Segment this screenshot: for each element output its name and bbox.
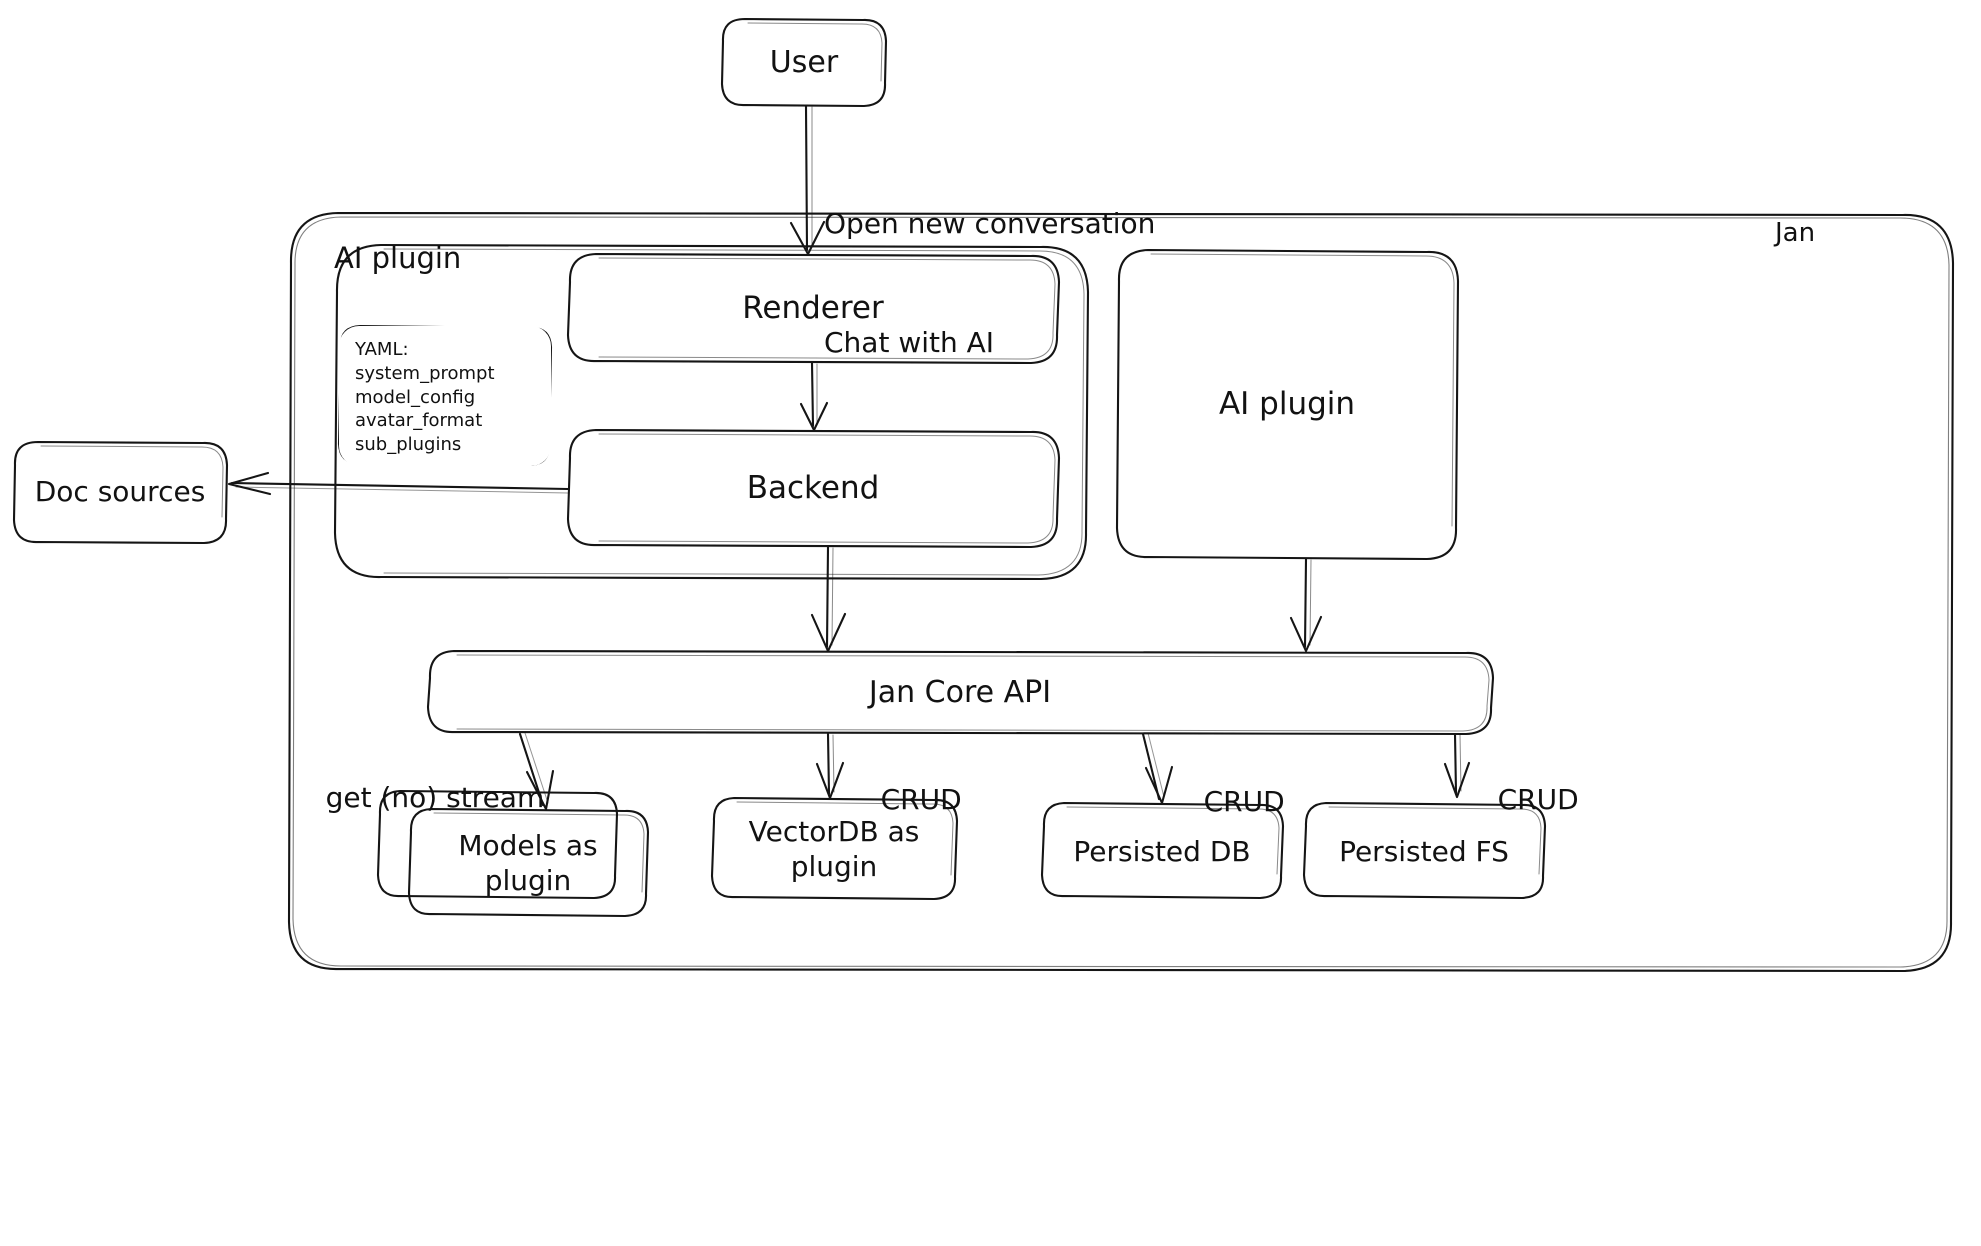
edge-label-crud-2: CRUD bbox=[1168, 752, 1285, 851]
edge-label-crud-3-text: CRUD bbox=[1497, 783, 1579, 816]
yaml-line-2: model_config bbox=[355, 386, 476, 408]
user-node-label: User bbox=[769, 44, 839, 80]
renderer-node[interactable]: Renderer bbox=[568, 253, 1058, 363]
edge-label-models-text: get (no) stream bbox=[325, 781, 545, 814]
edge-label-crud-1-text: CRUD bbox=[880, 783, 962, 816]
edge-core-to-vectordb bbox=[815, 732, 845, 800]
yaml-line-4: sub_plugins bbox=[355, 434, 462, 455]
edge-label-crud-1: CRUD bbox=[845, 750, 962, 849]
user-node[interactable]: User bbox=[723, 18, 885, 106]
ai-plugin-group-label-text: AI plugin bbox=[334, 241, 462, 275]
edge-label-open-conversation: Open new conversation Chat with AI bbox=[824, 124, 1155, 442]
edge-ai-plugin-to-jan-core-api bbox=[1289, 557, 1323, 653]
ai-plugin-node[interactable]: AI plugin bbox=[1117, 249, 1457, 559]
models-plugin-label-line1: Models as bbox=[458, 829, 598, 862]
yaml-line-0: YAML: bbox=[355, 339, 409, 360]
persisted-fs-node-label: Persisted FS bbox=[1339, 834, 1509, 868]
edge-backend-to-doc-sources bbox=[227, 471, 570, 496]
doc-sources-node[interactable]: Doc sources bbox=[14, 441, 226, 542]
models-plugin-label-line2: plugin bbox=[484, 864, 572, 897]
yaml-config-card: YAML: system_prompt model_config avatar_… bbox=[339, 326, 551, 466]
edge-label-crud-2-text: CRUD bbox=[1203, 785, 1285, 818]
edge-user-to-renderer bbox=[789, 104, 826, 256]
ai-plugin-node-label: AI plugin bbox=[1218, 386, 1356, 422]
jan-core-api-node[interactable]: Jan Core API bbox=[428, 650, 1492, 734]
doc-sources-node-label: Doc sources bbox=[34, 475, 206, 508]
ai-plugin-group-label: AI plugin bbox=[334, 241, 461, 275]
jan-core-api-node-label: Jan Core API bbox=[868, 674, 1052, 710]
jan-label-text: Jan bbox=[1775, 218, 1816, 248]
vectordb-plugin-node[interactable]: VectorDB as plugin bbox=[712, 798, 956, 900]
edge-backend-to-jan-core-api bbox=[810, 545, 847, 653]
yaml-line-1: system_prompt bbox=[355, 362, 495, 384]
persisted-fs-node[interactable]: Persisted FS bbox=[1304, 803, 1544, 899]
vectordb-plugin-label-line2: plugin bbox=[790, 850, 878, 883]
renderer-node-label: Renderer bbox=[742, 290, 884, 326]
edge-label-line1: Open new conversation bbox=[824, 206, 1156, 240]
edge-label-crud-3: CRUD bbox=[1462, 750, 1579, 849]
edge-label-get-no-stream: get (no) stream bbox=[290, 748, 545, 847]
persisted-db-node[interactable]: Persisted DB bbox=[1042, 803, 1282, 899]
persisted-db-node-label: Persisted DB bbox=[1073, 834, 1251, 868]
models-plugin-node[interactable]: Models as plugin bbox=[409, 809, 647, 917]
jan-container-label: Jan bbox=[1775, 218, 1815, 248]
backend-node-label: Backend bbox=[746, 470, 880, 506]
backend-node[interactable]: Backend bbox=[568, 429, 1058, 547]
yaml-line-3: avatar_format bbox=[355, 410, 483, 432]
vectordb-plugin-label-line1: VectorDB as bbox=[748, 815, 920, 848]
edge-label-line2: Chat with AI bbox=[824, 325, 995, 359]
